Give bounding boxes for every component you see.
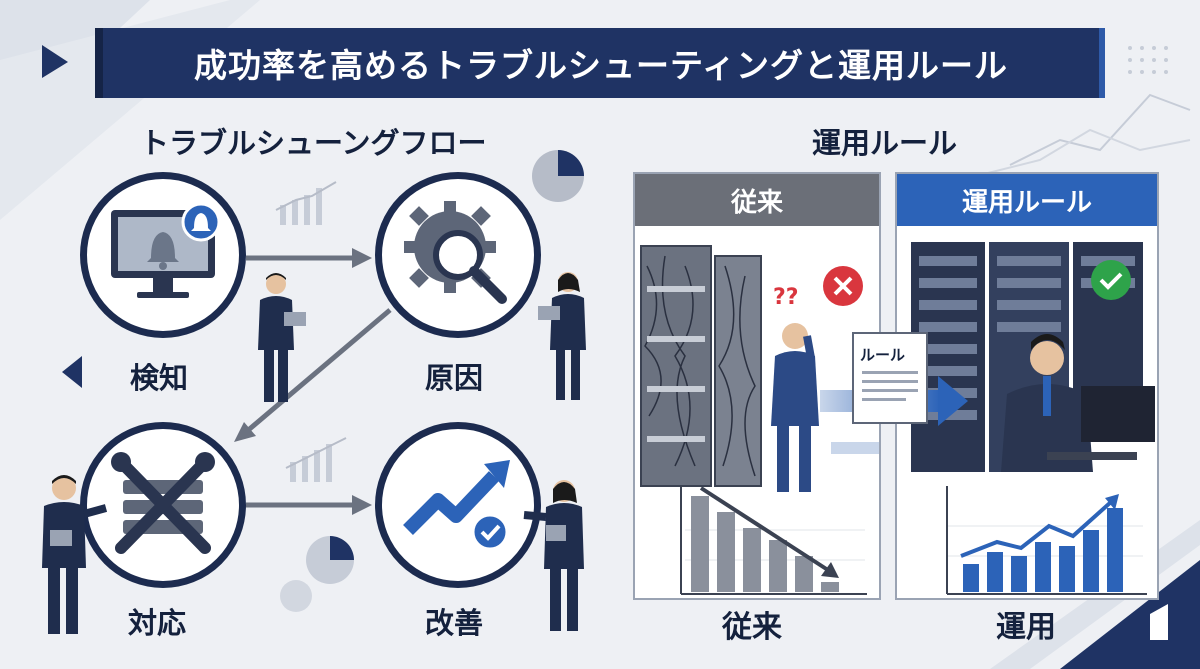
- step-label-cause: 原因: [425, 361, 484, 395]
- wrench-tools-icon: [111, 452, 215, 554]
- title-banner: 成功率を高めるトラブルシューティングと運用ルール: [95, 28, 1105, 98]
- step-label-detect: 検知: [130, 361, 189, 395]
- rules-title: 運用ルール: [812, 126, 958, 160]
- person-figure: [523, 480, 584, 631]
- messy-server-illustration: ??: [640, 245, 879, 595]
- rules-header-label: 運用ルール: [961, 187, 1092, 218]
- rule-document-label: ルール: [860, 346, 906, 364]
- alert-monitor-icon: [111, 202, 221, 298]
- svg-text:??: ??: [773, 285, 799, 310]
- step-circle-detect: [80, 172, 246, 338]
- gear-magnifier-icon: [404, 201, 507, 304]
- rules-bottom-label: 運用: [996, 610, 1056, 645]
- organized-server-illustration: [911, 242, 1155, 595]
- flow-title: トラブルシューングフロー: [140, 126, 487, 160]
- conventional-panel: 従来 ??: [633, 172, 881, 600]
- rules-panel-header: 運用ルール: [897, 174, 1157, 226]
- step-circle-improve: [375, 422, 541, 588]
- step-label-improve: 改善: [425, 606, 484, 640]
- person-figure: [538, 272, 586, 400]
- conventional-panel-header: 従来: [635, 174, 879, 226]
- page-title: 成功率を高めるトラブルシューティングと運用ルール: [193, 46, 1009, 85]
- step-circle-response: [80, 422, 246, 588]
- rule-document: ルール: [852, 332, 928, 424]
- person-figure: [258, 273, 306, 402]
- conventional-header-label: 従来: [730, 187, 783, 218]
- step-label-response: 対応: [128, 606, 187, 640]
- person-figure: [42, 475, 108, 634]
- conventional-bottom-label: 従来: [722, 610, 782, 645]
- trend-check-icon: [403, 460, 510, 551]
- step-circle-cause: [375, 172, 541, 338]
